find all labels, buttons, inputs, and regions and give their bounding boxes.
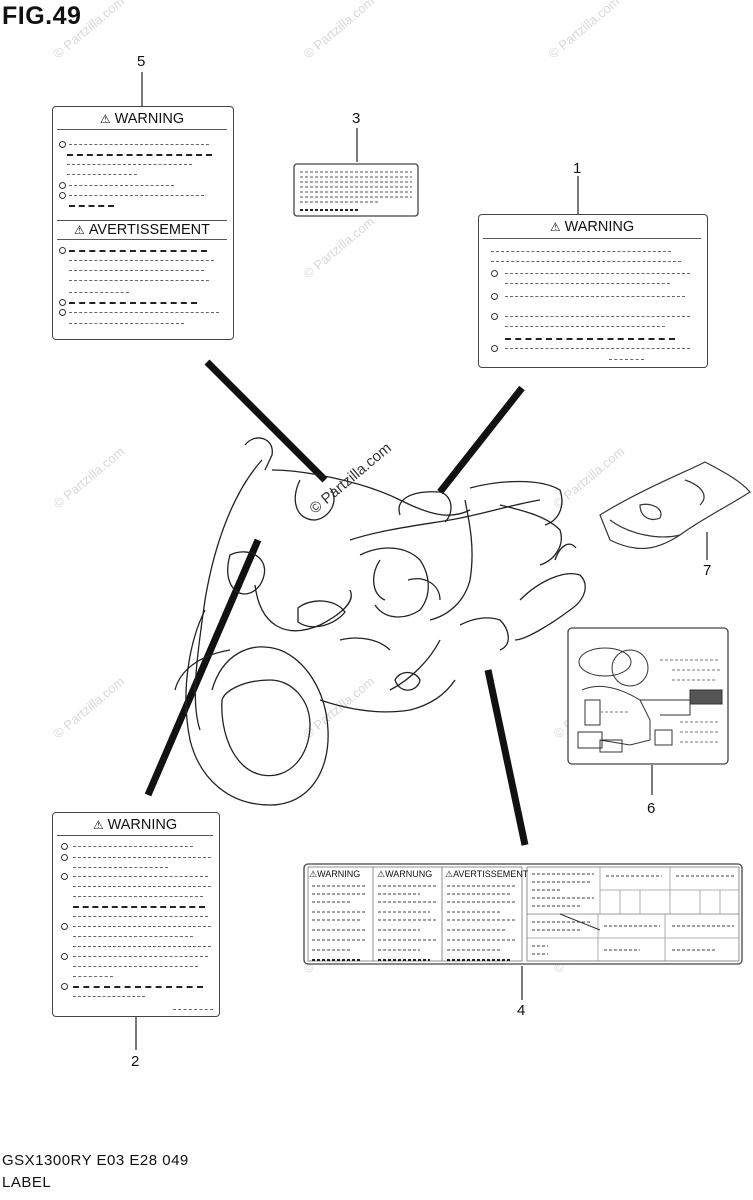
label-4-col3-text: AVERTISSEMENT — [453, 869, 529, 879]
pointer-line-4 — [484, 669, 529, 846]
warning-triangle-icon: ⚠ — [309, 869, 318, 879]
callout-6: 6 — [647, 800, 656, 817]
label-5-heading-text: WARNING — [114, 111, 185, 127]
model-code: GSX1300RY E03 E28 049 — [2, 1152, 189, 1169]
callout-2: 2 — [131, 1053, 140, 1070]
callout-4: 4 — [517, 1002, 526, 1019]
pointer-line-2 — [144, 538, 262, 797]
label-4-frame — [303, 863, 743, 965]
warning-triangle-icon: ⚠ — [92, 818, 104, 832]
warning-triangle-icon: ⚠ — [377, 869, 386, 879]
warning-triangle-icon: ⚠ — [445, 869, 454, 879]
label-7-pouch — [599, 461, 751, 549]
label-2-heading-text: WARNING — [107, 817, 178, 833]
callout-1: 1 — [573, 160, 582, 177]
label-1-warning-heading: ⚠WARNING — [483, 219, 701, 239]
motorcycle-illustration — [174, 437, 586, 806]
warning-triangle-icon: ⚠ — [549, 220, 561, 234]
figure-footer: GSX1300RY E03 E28 049 LABEL — [2, 1150, 189, 1194]
label-4-header-warning: ⚠WARNING — [309, 869, 360, 880]
label-3 — [293, 163, 419, 217]
warning-triangle-icon: ⚠ — [74, 223, 85, 237]
label-2: ⚠WARNING — [52, 812, 220, 1017]
callout-7: 7 — [703, 562, 712, 579]
label-4-header-avertissement: ⚠AVERTISSEMENT — [445, 869, 528, 880]
callout-5: 5 — [137, 53, 146, 70]
label-5-heading-fr-text: AVERTISSEMENT — [88, 222, 210, 238]
warning-triangle-icon: ⚠ — [99, 112, 111, 126]
pointer-line-1 — [437, 385, 525, 495]
label-5-warning-heading: ⚠WARNING — [57, 111, 227, 130]
label-4-col2-text: WARNUNG — [385, 869, 433, 879]
section-name: LABEL — [2, 1174, 52, 1191]
label-6-wiring — [567, 627, 729, 765]
label-4-col1-text: WARNING — [317, 869, 361, 879]
figure-title: FIG.49 — [2, 2, 82, 30]
label-2-warning-heading: ⚠WARNING — [57, 817, 213, 836]
label-5-avertissement-heading: ⚠AVERTISSEMENT — [57, 220, 227, 240]
callout-3: 3 — [352, 110, 361, 127]
label-1: ⚠WARNING — [478, 214, 708, 368]
label-5: ⚠WARNING ⚠AVERTISSEMENT — [52, 106, 234, 340]
label-1-heading-text: WARNING — [564, 219, 635, 235]
pointer-line-5 — [204, 359, 328, 483]
label-4-header-warnung: ⚠WARNUNG — [377, 869, 432, 880]
